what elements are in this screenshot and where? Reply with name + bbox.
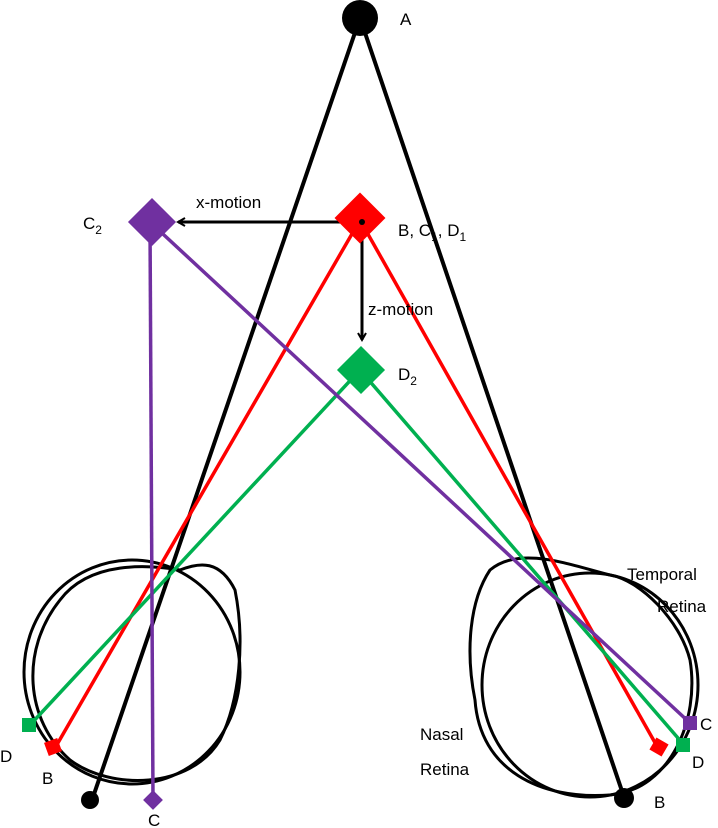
line-A-right: [358, 17, 627, 801]
line-D-left: [28, 368, 362, 727]
point-C2: [127, 197, 177, 247]
right-retina-B: [649, 737, 669, 757]
label-C2: C2: [83, 214, 102, 237]
line-D-right: [358, 368, 686, 747]
label-nasal: Nasal: [420, 725, 463, 744]
label-temporal: Temporal: [627, 565, 697, 584]
line-C-left: [148, 221, 155, 801]
right-eye: [468, 556, 700, 799]
line-B-left: [53, 219, 362, 749]
right-retina-D: [676, 738, 690, 752]
left-label-C: C: [148, 811, 160, 828]
left-retina-C: [143, 790, 163, 810]
label-x-motion: x-motion: [196, 193, 261, 212]
left-retina-A: [81, 791, 99, 809]
line-A-left: [90, 17, 362, 801]
label-A: A: [400, 10, 412, 29]
right-retina-A: [614, 788, 634, 808]
left-retina-D: [22, 718, 36, 732]
left-label-D: D: [0, 747, 12, 766]
right-label-D: D: [692, 753, 704, 772]
left-eye-inner: [22, 558, 242, 786]
point-D2: [336, 345, 386, 395]
label-z-motion: z-motion: [368, 300, 433, 319]
right-label-C: C: [700, 715, 712, 734]
label-D2: D2: [398, 365, 417, 388]
right-eye-outer: [468, 556, 694, 798]
label-nasal-retina: Retina: [420, 760, 470, 779]
point-A: [342, 0, 378, 36]
label-temporal-retina: Retina: [657, 597, 707, 616]
left-label-B: B: [42, 769, 53, 788]
line-C-right: [148, 220, 692, 725]
label-B-C1-D1: B, C1, D1: [398, 221, 466, 244]
right-eye-inner: [480, 571, 700, 799]
right-label-B: B: [654, 793, 665, 812]
point-B-C1-D1: [334, 192, 386, 244]
left-retina-B: [44, 738, 62, 756]
right-retina-C: [683, 716, 697, 730]
